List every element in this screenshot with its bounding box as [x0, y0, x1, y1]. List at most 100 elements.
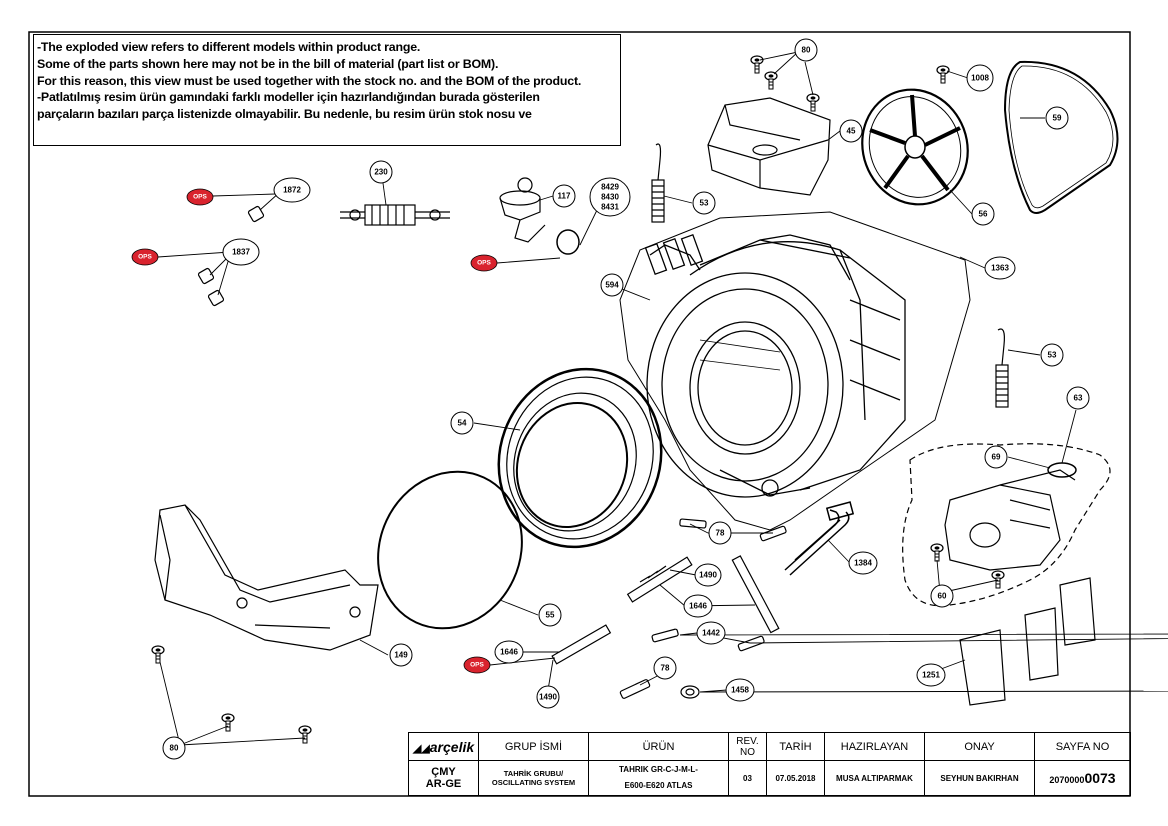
header-group: GRUP İSMİ — [478, 731, 589, 762]
callout-78-upper: 78 — [716, 529, 725, 538]
svg-text:OPS: OPS — [470, 662, 484, 669]
note-line-5: parçaların bazıları parça listenizde olm… — [37, 107, 532, 122]
date-value: 07.05.2018 — [766, 760, 825, 796]
spring-upper — [651, 143, 665, 223]
prepared-value: MUSA ALTIPARMAK — [824, 760, 925, 796]
department-arge: AR-GE — [425, 778, 462, 791]
callout-45: 45 — [847, 127, 856, 136]
callout-55: 55 — [546, 611, 555, 620]
callout-59: 59 — [1053, 114, 1062, 123]
control-boards — [959, 577, 1096, 706]
callout-117: 117 — [558, 192, 571, 201]
counterweight-front — [154, 504, 379, 651]
header-rev: REV. NO — [728, 731, 767, 762]
svg-text:OPS: OPS — [477, 260, 491, 267]
pin-78-lower — [619, 679, 651, 699]
hose — [340, 204, 450, 226]
drum-assembly-outline — [619, 211, 971, 531]
callout-53-lower: 53 — [1048, 351, 1057, 360]
callout-1490-upper: 1490 — [699, 571, 717, 580]
header-prepared: HAZIRLAYAN — [824, 731, 925, 762]
brand-mark-icon: ◢◢ — [412, 742, 430, 755]
motor-assembly-outline — [902, 443, 1111, 607]
brand-logo: ◢◢arçelik — [408, 731, 479, 762]
spring-lower — [995, 328, 1009, 408]
damper-right — [731, 555, 780, 634]
callout-1251: 1251 — [922, 671, 940, 680]
department-cmy: ÇMY — [431, 766, 456, 779]
damper-lower — [551, 624, 612, 665]
callout-1442: 1442 — [702, 629, 720, 638]
callout-60: 60 — [938, 592, 947, 601]
damper-upper — [626, 556, 693, 603]
header-page: SAYFA NO — [1034, 731, 1131, 762]
header-date: TARİH — [766, 731, 825, 762]
product-value: TAHRIK GR-C-J-M-L- E600-E620 ATLAS — [588, 760, 729, 796]
callout-53-upper: 53 — [700, 199, 709, 208]
drain-connector — [499, 177, 546, 243]
motor — [944, 469, 1076, 571]
callout-8431: 8431 — [601, 203, 619, 212]
gasket-ring — [377, 470, 523, 630]
callout-8430: 8430 — [601, 193, 619, 202]
callout-230: 230 — [374, 168, 388, 177]
note-line-2: Some of the parts shown here may not be … — [37, 56, 499, 71]
o-ring — [556, 229, 580, 255]
title-block: ◢◢arçelik GRUP İSMİ ÜRÜN REV. NO TARİH H… — [408, 731, 1131, 796]
heater — [784, 501, 855, 576]
callout-8429: 8429 — [601, 183, 619, 192]
callout-1837: 1837 — [232, 248, 250, 257]
callout-80-bottom: 80 — [170, 744, 179, 753]
group-value: TAHRİK GRUBU/ OSCILLATING SYSTEM — [478, 760, 589, 796]
svg-text:OPS: OPS — [138, 254, 152, 261]
group-value-line-2: OSCILLATING SYSTEM — [491, 778, 576, 788]
page-suffix: 0073 — [1084, 770, 1116, 787]
note-line-1: -The exploded view refers to different m… — [37, 40, 421, 54]
callout-1384: 1384 — [854, 559, 872, 568]
screw-1008 — [936, 65, 950, 84]
nut-1458 — [680, 685, 700, 699]
department: ÇMY AR-GE — [408, 760, 479, 796]
product-value-line-1: TAHRIK GR-C-J-M-L- — [619, 765, 698, 775]
svg-text:OPS: OPS — [193, 194, 207, 201]
drawing-frame — [28, 31, 1131, 797]
motor-grommet — [1047, 462, 1077, 478]
callout-1458: 1458 — [731, 686, 749, 695]
callout-594: 594 — [605, 281, 619, 290]
callout-149: 149 — [394, 651, 408, 660]
note-line-4: -Patlatılmış resim ürün gamındaki farklı… — [37, 90, 540, 105]
approved-value: SEYHUN BAKIRHAN — [924, 760, 1035, 796]
leader-lines — [159, 51, 1168, 746]
callout-54: 54 — [458, 419, 467, 428]
callout-78-lower: 78 — [661, 664, 670, 673]
pin-78-upper — [679, 518, 787, 542]
callout-69: 69 — [992, 453, 1001, 462]
header-product: ÜRÜN — [588, 731, 729, 762]
counterweight-top — [707, 97, 831, 196]
bush-1837 — [197, 267, 225, 307]
page-prefix: 2070000 — [1049, 775, 1085, 786]
callout-56: 56 — [979, 210, 988, 219]
callout-1490-lower: 1490 — [539, 693, 557, 702]
note-line-3: For this reason, this view must be used … — [37, 73, 582, 88]
callout-80-top: 80 — [802, 46, 811, 55]
header-approved: ONAY — [924, 731, 1035, 762]
callout-1646-lower: 1646 — [500, 648, 518, 657]
ops-badge-4: OPS — [463, 656, 491, 674]
callout-63: 63 — [1074, 394, 1083, 403]
pin-1442 — [651, 628, 765, 652]
ops-badge-1: OPS — [186, 188, 214, 206]
page-number: 20700000073 — [1034, 760, 1131, 796]
callout-1872: 1872 — [283, 186, 301, 195]
ops-badge-2: OPS — [131, 248, 159, 266]
callout-1008: 1008 — [971, 74, 989, 83]
bush-1872 — [247, 205, 265, 223]
product-value-line-2: E600-E620 ATLAS — [624, 781, 693, 791]
belt — [1003, 60, 1119, 214]
ops-badge-3: OPS — [470, 254, 498, 272]
callout-1363: 1363 — [991, 264, 1009, 273]
pulley — [861, 88, 969, 206]
door-bellow — [497, 367, 663, 549]
rev-value: 03 — [728, 760, 767, 796]
